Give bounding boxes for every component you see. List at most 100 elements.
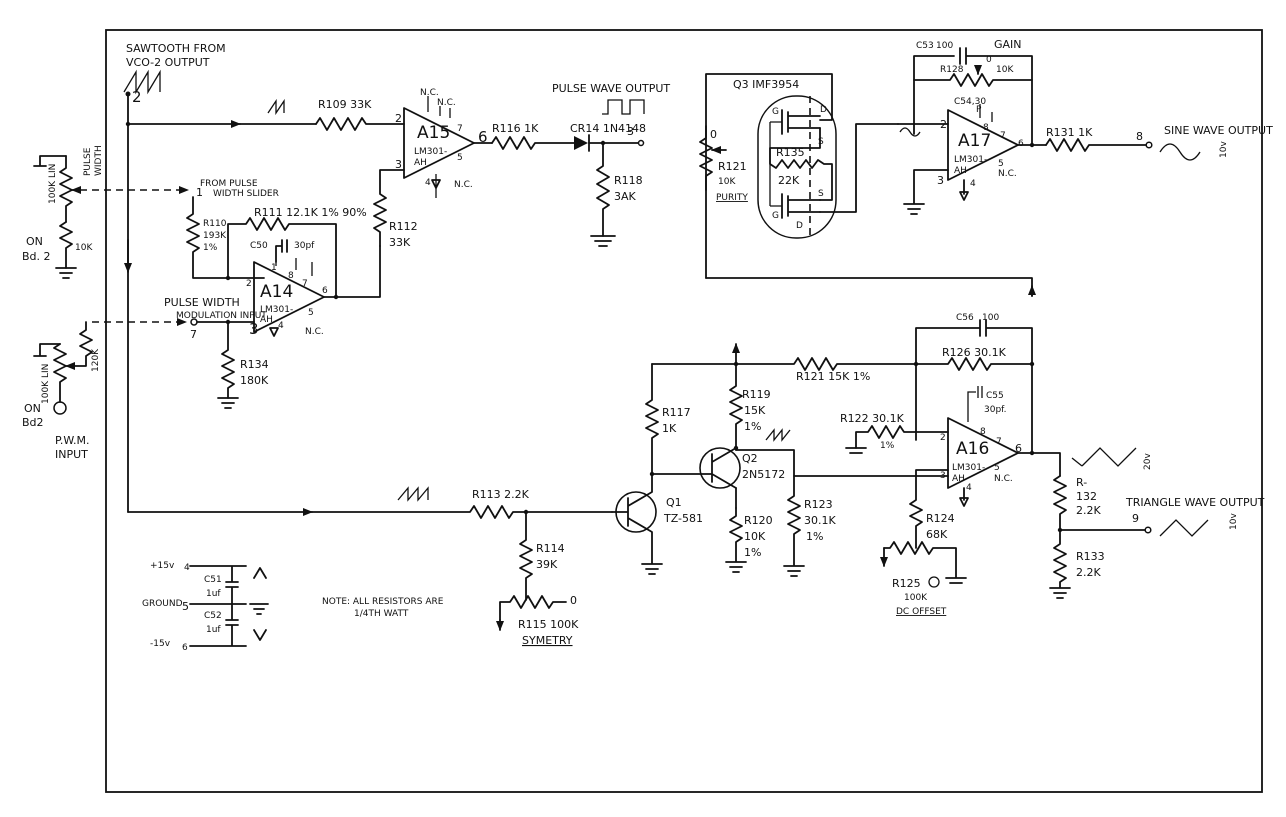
- r122-zigzag: [855, 425, 949, 449]
- ground-label: GROUND: [142, 599, 183, 609]
- r135-value: 22K: [778, 174, 800, 187]
- terminal-1-label: 1: [196, 186, 203, 199]
- ten-v-label: 10v: [1219, 141, 1229, 158]
- r115-symetry: SYMETRY: [522, 634, 573, 647]
- vco-output-label: VCO-2 OUTPUT: [126, 56, 210, 69]
- r118-zigzag: [596, 142, 610, 237]
- q3-label: Q3 IMF3954: [733, 78, 799, 91]
- fet-g2: G: [772, 211, 779, 221]
- r121b-zigzag: [651, 357, 917, 371]
- sawtooth-symbol: [123, 69, 161, 95]
- a15-triangle: [403, 107, 475, 179]
- wire: [705, 277, 1033, 297]
- note-line-2: 1/4TH WATT: [354, 609, 409, 619]
- fet-s2: S: [818, 189, 824, 199]
- r128-label: R128: [940, 65, 964, 75]
- c52-label: C52: [204, 611, 222, 621]
- r122: R122 30.1K 1%: [840, 412, 949, 454]
- terminal-8-label: 8: [1136, 130, 1143, 143]
- c54-sub: P: [976, 105, 982, 115]
- a14-pin8: 8: [288, 271, 294, 281]
- c56-wire: [915, 319, 1033, 453]
- on-bd2-label-2: ON: [24, 402, 41, 415]
- a17-nc: N.C.: [998, 169, 1017, 179]
- q1-name: Q1: [666, 496, 682, 509]
- sine-wave-output: SINE WAVE OUTPUT 10v: [1159, 124, 1273, 161]
- pot-zero: 0: [570, 594, 577, 607]
- ground-symbol: [55, 267, 77, 279]
- r114-zigzag: [519, 511, 533, 601]
- sine-symbol-small: [899, 127, 921, 137]
- r125-dc-offset: DC OFFSET: [896, 607, 947, 617]
- r116-zigzag: [491, 136, 575, 150]
- r110-zigzag: [186, 196, 265, 279]
- c53-value: 100: [936, 41, 953, 51]
- r132-name: R-: [1076, 476, 1087, 489]
- q1-symbol: [611, 473, 663, 575]
- gate-tie: [769, 121, 782, 207]
- cr14-label: CR14 1N4148: [570, 122, 646, 135]
- minus15-label: -15v: [150, 639, 171, 649]
- a17-suffix: AH: [954, 166, 967, 176]
- a14-pin7: 7: [302, 279, 308, 289]
- terminal-2-label: 2: [132, 88, 142, 106]
- r132-r133: R- 132 2.2K R133 2.2K 9: [1049, 475, 1152, 599]
- sawtooth-symbol: [397, 486, 429, 502]
- a17-pin4: 4: [970, 179, 976, 189]
- bd2-label-2: Bd2: [22, 416, 44, 429]
- a14-pin6: 6: [322, 286, 328, 296]
- fet-g1: G: [772, 107, 779, 117]
- a14-part: LM301-: [260, 305, 293, 315]
- a15-pin6: 6: [478, 128, 488, 146]
- a14-triangle: [253, 261, 325, 333]
- a17-pin3: 3: [937, 174, 944, 187]
- pulse-wave-symbol: [602, 99, 645, 115]
- junction: [1029, 361, 1035, 367]
- r119-name: R119: [742, 388, 771, 401]
- terminal-8[interactable]: [1145, 141, 1153, 149]
- ground-symbol: [903, 169, 949, 215]
- r117-zigzag: [645, 363, 659, 475]
- r123-zigzag: [783, 475, 805, 577]
- r122-tol: 1%: [880, 441, 895, 451]
- junction: [333, 294, 339, 300]
- r125-name: R125: [892, 577, 921, 590]
- r114-name: R114: [536, 542, 565, 555]
- c55-plates: [967, 386, 983, 422]
- r115-zigzag: [499, 595, 567, 621]
- resistor-r121b: R121 15K 1%: [651, 343, 917, 383]
- pot-100k-lin-2: 100K LIN: [41, 364, 51, 404]
- r122-label: R122 30.1K: [840, 412, 905, 425]
- pot-zero: 0: [986, 55, 992, 65]
- triangle-wave-output: 20v TRIANGLE WAVE OUTPUT 10v: [1071, 447, 1265, 537]
- r112-zigzag: [373, 169, 405, 247]
- terminal-3[interactable]: [637, 139, 645, 147]
- triangle-wave-output-label: TRIANGLE WAVE OUTPUT: [1125, 496, 1265, 509]
- pot-mark: [928, 576, 940, 588]
- a15-pin5: 5: [457, 153, 463, 163]
- a17-pin5: 5: [998, 159, 1004, 169]
- r132-value: 2.2K: [1076, 504, 1101, 517]
- r132-zigzag: [1053, 475, 1147, 531]
- resistor-r131: R131 1K 8: [1045, 126, 1153, 152]
- r118-name: R118: [614, 174, 643, 187]
- wire: [735, 449, 949, 477]
- r121-name: R121: [718, 160, 747, 173]
- wire: [705, 73, 833, 279]
- r128-zigzag: [913, 73, 1033, 87]
- from-pulse-label: FROM PULSE: [200, 179, 258, 189]
- gain-label: GAIN: [994, 38, 1022, 51]
- resistor-r116: R116 1K: [491, 122, 575, 150]
- bd2-label: Bd. 2: [22, 250, 51, 263]
- a17-pin6: 6: [1018, 139, 1024, 149]
- terminal-9[interactable]: [1144, 526, 1152, 534]
- a17-part: LM301-: [954, 155, 987, 165]
- r128-value: 10K: [996, 65, 1014, 75]
- note: NOTE: ALL RESISTORS ARE 1/4TH WATT: [322, 597, 444, 619]
- a16-triangle: [947, 417, 1019, 489]
- pulse-width-label-1: PULSE: [83, 147, 93, 176]
- a16-feedback: C56 100 R126 30.1K: [913, 313, 1035, 453]
- c56-label: C56: [956, 313, 974, 323]
- c56-value: 100: [982, 313, 999, 323]
- pulse-wave-output-label: PULSE WAVE OUTPUT: [552, 82, 670, 95]
